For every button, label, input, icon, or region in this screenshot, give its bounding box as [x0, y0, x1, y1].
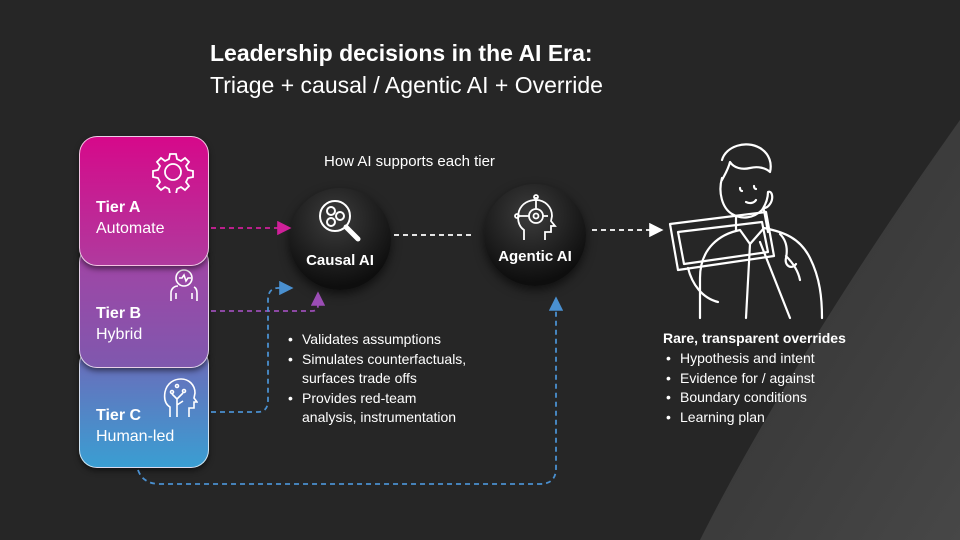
magnifier-network-icon: [319, 200, 361, 242]
causal-ai-node: Causal AI: [289, 188, 391, 290]
list-item: Simulates counterfactuals, surfaces trade…: [286, 350, 466, 389]
list-item: Validates assumptions: [286, 330, 466, 350]
head-circuit-icon: [163, 378, 198, 417]
list-item: Boundary conditions: [664, 388, 815, 408]
tier-c-name: Tier C: [96, 407, 142, 424]
agentic-ai-label: Agentic AI: [498, 248, 572, 265]
causal-ai-label: Causal AI: [306, 252, 374, 269]
tier-b-name: Tier B: [96, 305, 142, 322]
ai-head-icon: [514, 194, 557, 240]
person-with-tablet-illustration: [668, 143, 824, 320]
bullet-text: Simulates counterfactuals,: [302, 350, 467, 367]
gear-icon: [152, 153, 194, 193]
override-heading: Rare, transparent overrides: [663, 330, 846, 346]
tier-a-name: Tier A: [96, 199, 141, 216]
list-item: Hypothesis and intent: [664, 349, 815, 369]
list-item: Evidence for / against: [664, 369, 815, 389]
title-line-1: Leadership decisions in the AI Era:: [210, 40, 593, 66]
bullet-text: surfaces trade offs: [302, 370, 417, 386]
person-brain-icon: [170, 269, 198, 301]
agentic-ai-node: Agentic AI: [484, 184, 586, 286]
bullet-text: analysis, instrumentation: [302, 409, 457, 425]
bullet-text: Provides red-team: [302, 389, 417, 406]
tier-a-card: Tier A Automate: [79, 136, 209, 266]
title-line-2: Triage + causal / Agentic AI + Override: [210, 72, 603, 98]
bullet-text: Validates assumptions: [302, 331, 442, 347]
list-item: Provides red-team analysis, instrumentati…: [286, 389, 466, 428]
support-label: How AI supports each tier: [324, 153, 495, 170]
override-list: Hypothesis and intent Evidence for / aga…: [664, 349, 815, 427]
tier-b-mode: Hybrid: [96, 326, 143, 343]
tier-c-mode: Human-led: [96, 428, 175, 445]
list-item: Learning plan: [664, 408, 815, 428]
causal-ai-capabilities: Validates assumptions Simulates counterf…: [286, 330, 466, 428]
tier-a-mode: Automate: [96, 220, 165, 237]
